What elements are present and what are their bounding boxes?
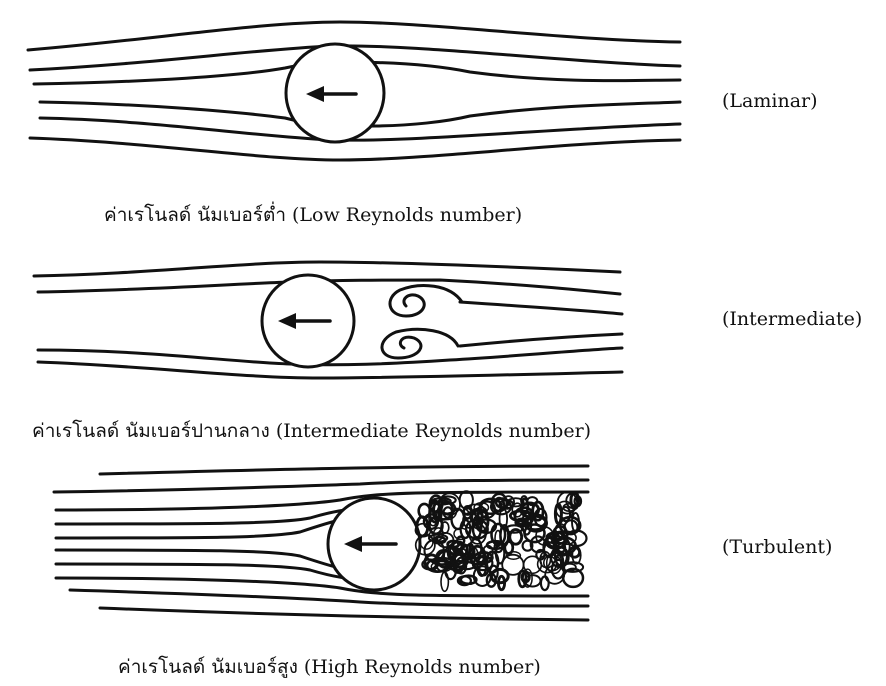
streamline xyxy=(54,480,588,492)
low-reynolds-caption: ค่าเรโนลด์ นัมเบอร์ต่ำ (Low Reynolds num… xyxy=(104,200,522,230)
streamline xyxy=(460,302,622,314)
streamline xyxy=(460,334,622,346)
streamline xyxy=(100,466,588,474)
intermediate-label: (Intermediate) xyxy=(722,308,862,330)
wake-eddy xyxy=(541,577,549,591)
turbulent-label: (Turbulent) xyxy=(722,536,832,558)
upper-vortex xyxy=(390,286,462,316)
wake-eddy xyxy=(524,556,542,573)
laminar-label: (Laminar) xyxy=(722,90,818,112)
high-reynolds-caption: ค่าเรโนลด์ นัมเบอร์สูง (High Reynolds nu… xyxy=(118,652,541,682)
streamline xyxy=(34,262,620,276)
turbulent-wake xyxy=(415,491,586,591)
streamline xyxy=(70,590,588,606)
streamline xyxy=(100,608,588,620)
lower-vortex xyxy=(382,329,458,358)
intermediate-reynolds-caption: ค่าเรโนลด์ นัมเบอร์ปานกลาง (Intermediate… xyxy=(32,416,591,446)
wake-eddy xyxy=(457,537,464,545)
